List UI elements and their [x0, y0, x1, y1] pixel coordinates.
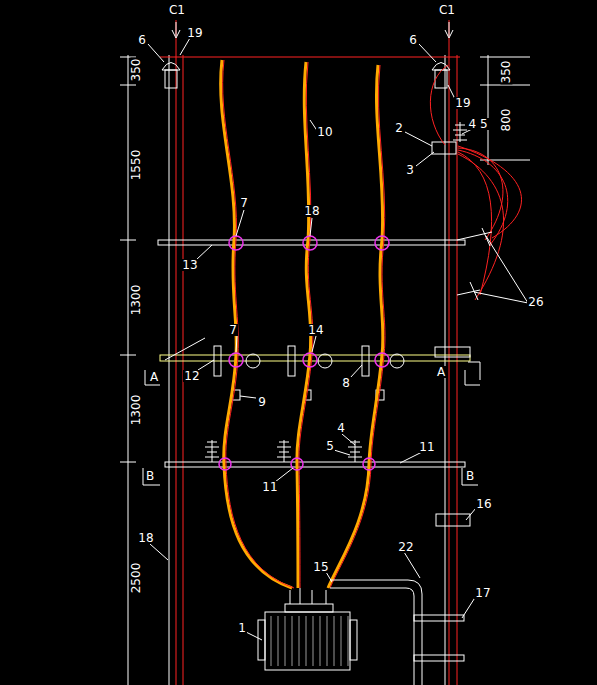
- fin-stroke: [313, 616, 314, 666]
- transformer: [258, 588, 357, 670]
- transformer-fins: [271, 616, 348, 666]
- poles: [160, 20, 460, 685]
- fin-stroke: [327, 616, 328, 666]
- callout-number: 18: [303, 205, 320, 217]
- callout-number: A: [436, 366, 446, 378]
- callout-number: 12: [183, 370, 200, 382]
- leader-lines: [148, 38, 528, 640]
- callout-number: C1: [438, 4, 456, 16]
- callout-number: B: [465, 470, 475, 482]
- dimension-text: 2500: [130, 562, 142, 595]
- cable-pipe: [330, 580, 422, 685]
- dimension-text: 350: [500, 60, 512, 85]
- crossarms: [158, 240, 480, 467]
- callout-number: 22: [397, 541, 414, 553]
- callout-number: B: [145, 470, 155, 482]
- callout-number: 6: [408, 34, 418, 46]
- callout-number: 18: [137, 532, 154, 544]
- callout-number: 7: [228, 324, 238, 336]
- dimension-lines: [120, 55, 530, 685]
- fin-stroke: [320, 616, 321, 666]
- fin-stroke: [271, 616, 272, 666]
- fin-stroke: [306, 616, 307, 666]
- fin-stroke: [334, 616, 335, 666]
- callout-number: 7: [239, 197, 249, 209]
- callout-number: A: [149, 371, 159, 383]
- callout-number: 19: [454, 97, 471, 109]
- wire-cores: [223, 60, 385, 588]
- callout-number: 16: [475, 498, 492, 510]
- fin-stroke: [278, 616, 279, 666]
- callout-number: 5: [325, 440, 335, 452]
- callout-number: 3: [405, 164, 415, 176]
- callout-number: 1: [237, 622, 247, 634]
- callout-number: 15: [312, 561, 329, 573]
- fin-stroke: [285, 616, 286, 666]
- callout-number: 14: [307, 324, 324, 336]
- fin-stroke: [299, 616, 300, 666]
- callout-number: 4: [336, 422, 346, 434]
- section-marks: [143, 370, 480, 485]
- dimension-text: 350: [130, 58, 142, 83]
- callout-number: 4 5: [467, 118, 488, 130]
- dimension-text: 1550: [130, 149, 142, 182]
- callout-number: 2: [394, 122, 404, 134]
- callout-number: C1: [168, 4, 186, 16]
- dimension-text: 1300: [130, 394, 142, 427]
- callout-number: 11: [418, 441, 435, 453]
- callout-number: 17: [474, 587, 491, 599]
- callout-number: 8: [341, 377, 351, 389]
- insulator-circles: [219, 236, 389, 470]
- conductors: [221, 60, 383, 588]
- callout-number: 10: [316, 126, 333, 138]
- callout-number: 26: [527, 296, 544, 308]
- callout-number: 9: [257, 396, 267, 408]
- fin-stroke: [341, 616, 342, 666]
- fin-stroke: [292, 616, 293, 666]
- callout-number: 19: [186, 27, 203, 39]
- callout-number: 13: [181, 259, 198, 271]
- callout-number: 6: [137, 34, 147, 46]
- fin-stroke: [348, 616, 349, 666]
- dimension-text: 1300: [130, 284, 142, 317]
- pole-equipment: [414, 65, 522, 661]
- dimension-text: 800: [500, 108, 512, 133]
- callout-number: 11: [261, 481, 278, 493]
